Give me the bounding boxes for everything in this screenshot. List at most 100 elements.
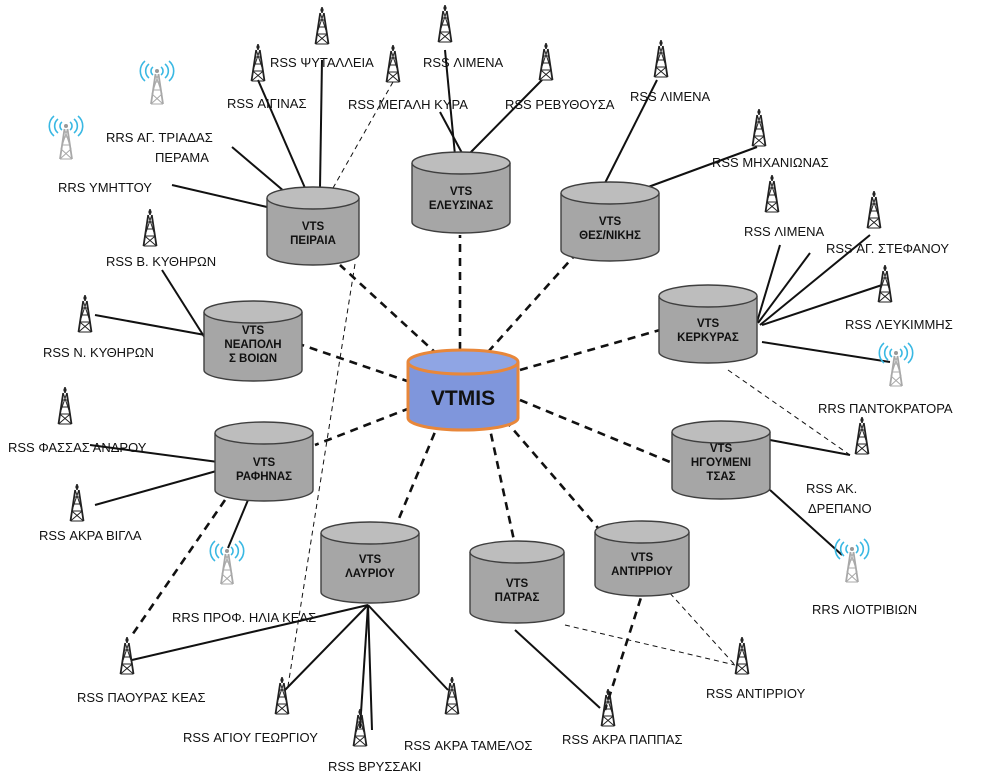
vtmis-hub: VTMIS [406,348,520,432]
lattice-tower-icon [274,676,290,715]
vts-label-line: VTS [450,186,473,198]
lattice-tower-icon [77,294,93,333]
lattice-tower-icon [764,174,780,213]
lattice-tower-icon [877,264,893,303]
lattice-tower-icon [437,4,453,43]
link-vtmis-kerkyras [519,328,661,372]
vts-label-line: ΠΑΤΡΑΣ [495,592,540,604]
vts-thessaloniki: VTS ΘΕΣ/ΝΙΚΗΣ [560,181,660,262]
vts-neapolis: VTS ΝΕΑΠΟΛΗ Σ ΒΟΙΩΝ [203,300,303,382]
vts-label-line: ΠΕΙΡΑΙΑ [290,235,336,247]
connections [89,49,891,731]
station-label: RSS ΨΥΤΑΛΛΕΙΑ [270,55,374,70]
vts-label-line: ΑΝΤΙΡΡΙΟΥ [611,566,673,578]
lattice-tower-icon [119,636,135,675]
link-vtmis-neapolis [301,343,411,384]
vts-label-line: VTS [631,552,654,564]
vts-label-line: Σ ΒΟΙΩΝ [229,353,277,365]
radio-relay-tower-icon [48,115,84,160]
vts-kerkyras: VTS ΚΕΡΚΥΡΑΣ [658,284,758,364]
vts-label-line: VTS [697,318,720,330]
station-label: RSS ΦΑΣΣΑΣ ΑΝΔΡΟΥ [8,440,147,455]
station-label: RSS ΠΑΟΥΡΑΣ ΚΕΑΣ [77,690,206,705]
lattice-tower-icon [69,483,85,522]
station-label: RSS ΑΚΡΑ ΠΑΠΠΑΣ [562,732,683,747]
link-vtmis-lavriou [393,419,442,529]
radio-relay-tower-icon [834,538,870,583]
lattice-tower-icon [142,208,158,247]
station-label: RSS ΛΙΜΕΝΑ [423,55,504,70]
station-label: RSS ΑΚΡΑ ΒΙΓΛΑ [39,528,142,543]
vts-patras: VTS ΠΑΤΡΑΣ [469,540,565,624]
lattice-tower-icon [385,44,401,83]
station-label: RSS ΛΕΥΚΙΜΜΗΣ [845,317,953,332]
station-label: RSS ΑΓΙΟΥ ΓΕΩΡΓΙΟΥ [183,730,318,745]
station-label: RSS Ν. ΚΥΘΗΡΩΝ [43,345,154,360]
station-label: RSS ΜΕΓΑΛΗ ΚΥΡΑ [348,97,468,112]
station-label: ΔΡΕΠΑΝΟ [808,501,872,516]
station-label: ΠΕΡΑΜΑ [155,150,209,165]
lattice-tower-icon [250,43,266,82]
vts-label-line: VTS [302,221,325,233]
vts-peiraia: VTS ΠΕΙΡΑΙΑ [266,186,360,266]
lattice-tower-icon [314,6,330,45]
lattice-tower-icon [854,416,870,455]
link-vtmis-antirriou [504,419,599,529]
vts-label-line: ΡΑΦΗΝΑΣ [236,471,292,483]
radio-relay-tower-icon [878,342,914,387]
station-label: RSS ΜΗΧΑΝΙΩΝΑΣ [712,155,829,170]
station-label: RRS ΠΡΟΦ. ΗΛΙΑ ΚΕΑΣ [172,610,316,625]
station-label: RSS ΑΙΓΙΝΑΣ [227,96,307,111]
vts-label-line: VTS [710,443,733,455]
vts-label-line: VTS [253,457,276,469]
link-vtmis-rafinas [314,406,411,447]
station-label: RSS ΑΝΤΙΡΡΙΟΥ [706,686,806,701]
station-label: RSS ΒΡΥΣΣΑΚΙ [328,759,421,774]
station-label: RSS ΑΚΡΑ ΤΑΜΕΛΟΣ [404,738,532,753]
radio-relay-tower-icon [209,540,245,585]
vts-label-line: VTS [599,216,622,228]
vts-label-line: VTS [359,554,382,566]
vts-label-line: ΗΓΟΥΜΕΝΙ [691,457,751,469]
station-label: RRS ΥΜΗΤΤΟΥ [58,180,152,195]
vts-label-line: ΤΣΑΣ [706,471,735,483]
lattice-tower-icon [57,386,73,425]
station-label: RSS ΛΙΜΕΝΑ [744,224,825,239]
vts-antirriou: VTS ΑΝΤΙΡΡΙΟΥ [594,520,690,597]
station-label: RSS ΑΓ. ΣΤΕΦΑΝΟΥ [826,241,949,256]
vts-rafinas: VTS ΡΑΦΗΝΑΣ [214,421,314,502]
station-label: RSS ΑΚ. [806,481,857,496]
lattice-tower-icon [866,190,882,229]
station-label: RRS ΠΑΝΤΟΚΡΑΤΟΡΑ [818,401,953,416]
lattice-tower-icon [734,636,750,675]
station-label: RRS ΛΙΟΤΡΙΒΙΩΝ [812,602,917,617]
lattice-tower-icon [538,42,554,81]
radio-relay-tower-icon [139,60,175,105]
link-vtmis-peiraia [339,264,439,356]
lattice-tower-icon [751,108,767,147]
vts-label-line: ΝΕΑΠΟΛΗ [224,339,281,351]
link-vtmis-thessaloniki [487,254,576,353]
vts-label-line: VTS [242,325,265,337]
station-label: RSS ΡΕΒΥΘΟΥΣΑ [505,97,615,112]
station-labels: RSS ΨΥΤΑΛΛΕΙΑ RSS ΛΙΜΕΝΑ RSS ΑΙΓΙΝΑΣ RSS… [8,55,953,774]
vts-igoumenitsas: VTS ΗΓΟΥΜΕΝΙ ΤΣΑΣ [671,420,771,500]
vts-label-line: VTS [506,578,529,590]
vts-label-line: ΚΕΡΚΥΡΑΣ [677,332,739,344]
link-vtmis-igoumenitsas [519,398,671,464]
lattice-tower-icon [600,688,616,727]
lattice-tower-icon [653,39,669,78]
vts-label-line: ΘΕΣ/ΝΙΚΗΣ [579,230,641,242]
